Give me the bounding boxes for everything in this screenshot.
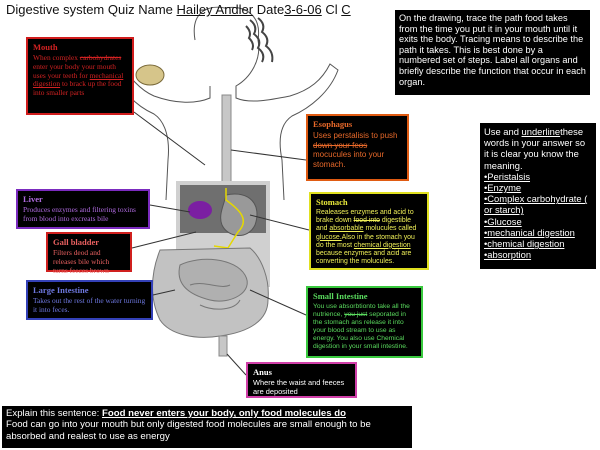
gall-bladder-description: Filters deod and releases bile which tur… [53,248,110,275]
term-item: •mechanical digestion [484,226,575,238]
instructions-text: On the drawing, trace the path food take… [399,13,586,87]
large-intestine-description: Takes out the rest of the water turning … [33,296,146,314]
stomach-description: Realeases enzymes and acid to brake down… [316,209,417,266]
large-intestine-heading: Large Intestine [33,285,89,295]
esophagus-heading: Esophagus [313,119,353,129]
esophagus-tube [221,94,232,196]
mouth-description: When complex carbohydrates enter your bo… [33,53,124,98]
liver-heading: Liver [23,194,43,204]
small-intestine-description: You use absorbtionto take all the nutrie… [313,303,410,350]
date-label: Date [253,2,285,17]
food-path-line [213,188,244,249]
stomach-shape [220,193,258,236]
title-prefix: Digestive system Quiz Name [6,2,177,17]
liver-label-box: Liver Produces enzymes and filtering tox… [16,189,150,229]
quiz-date: 3-6-06 [284,2,322,17]
explain-answer: Food can go into your mouth but only dig… [6,419,371,442]
explain-box: Explain this sentence: Food never enters… [2,406,412,448]
page-title: Digestive system Quiz Name Hailey Andler… [6,2,351,17]
esophagus-description: Uses perstalisis to push down your feos … [313,131,398,169]
mouth-heading: Mouth [33,42,58,52]
term-item: •Peristalsis [484,170,531,182]
intestines [152,247,269,338]
esophagus-label-box: Esophagus Uses perstalisis to push down … [306,114,409,181]
stomach-heading: Stomach [316,197,348,207]
small-intestine-label-box: Small Intestine You use absorbtionto tak… [306,286,423,358]
gall-bladder-heading: Gall bladder [53,237,100,247]
explain-prompt: Explain this sentence: Food never enters… [6,408,346,419]
rectum [218,335,228,357]
student-name: Hailey Andler [176,2,254,17]
term-item: •Glucose [484,215,522,227]
term-item: •Complex carbohydrate ( or starch) [484,193,588,216]
small-intestine-heading: Small Intestine [313,291,368,301]
class-label: Cl [321,2,342,17]
connector-lines [131,111,310,376]
class-value: C [341,2,351,17]
mouth-label-box: Mouth When complex carbohydrates enter y… [26,37,134,115]
stomach-label-box: Stomach Realeases enzymes and acid to br… [309,192,429,270]
liver-spot [188,201,212,219]
anus-heading: Anus [253,367,272,377]
liver-description: Produces enzymes and filtering toxins fr… [23,205,136,223]
explain-quote: Food never enters your body, only food m… [102,408,346,419]
term-item: •chemical digestion [484,238,565,250]
terms-intro: Use and underlinethese words in your ans… [484,126,586,171]
large-intestine-label-box: Large Intestine Takes out the rest of th… [26,280,153,320]
term-item: •absorption [484,249,532,261]
hair-braids [245,17,274,63]
terms-box: Use and underlinethese words in your ans… [480,123,596,269]
instructions-box: On the drawing, trace the path food take… [395,10,590,95]
anus-description: Where the waist and feeces are deposited [253,378,345,396]
anus-label-box: Anus Where the waist and feeces are depo… [246,362,357,398]
terms-list: •Peristalsis •Enzyme •Complex carbohydra… [484,171,592,261]
term-item: •Enzyme [484,182,522,194]
gall-bladder-label-box: Gall bladder Filters deod and releases b… [46,232,132,275]
food-image [135,64,165,86]
